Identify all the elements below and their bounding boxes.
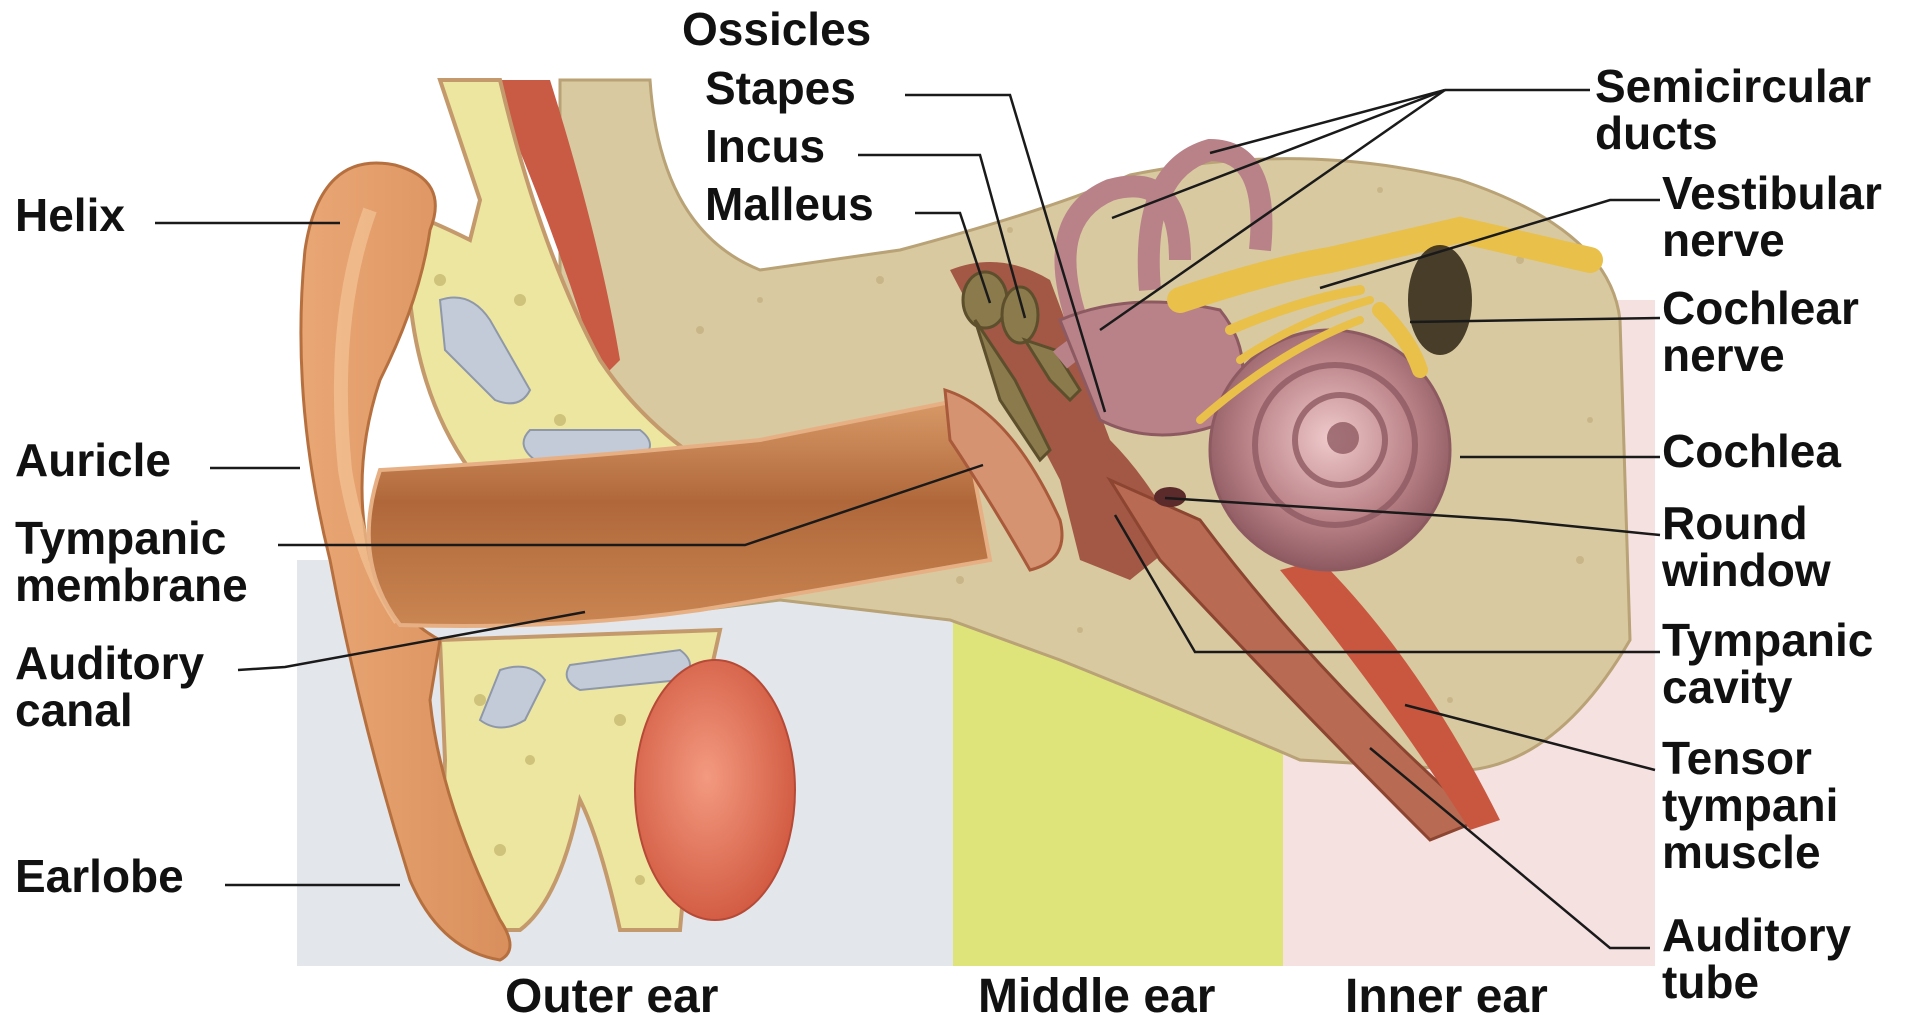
label-helix: Helix (15, 192, 125, 239)
label-tensor-tympani-muscle-line-3: muscle (1662, 829, 1838, 876)
label-tensor-tympani-muscle-line-2: tympani (1662, 782, 1838, 829)
label-auditory-tube: Auditory tube (1662, 912, 1851, 1006)
label-cochlea: Cochlea (1662, 428, 1841, 475)
label-tympanic-cavity-line-2: cavity (1662, 664, 1873, 711)
label-cochlear-nerve-line-2: nerve (1662, 332, 1859, 379)
label-auditory-canal-line-1: Auditory (15, 640, 204, 687)
label-vestibular-nerve-line-1: Vestibular (1662, 170, 1882, 217)
label-semicircular-ducts-line-1: Semicircular (1595, 63, 1871, 110)
label-ossicles: Ossicles (682, 6, 871, 53)
region-middle-ear: Middle ear (978, 972, 1215, 1022)
label-stapes: Stapes (705, 65, 856, 112)
label-auricle: Auricle (15, 437, 171, 484)
label-auditory-canal-line-2: canal (15, 687, 204, 734)
label-vestibular-nerve: Vestibular nerve (1662, 170, 1882, 264)
label-malleus: Malleus (705, 181, 874, 228)
label-earlobe: Earlobe (15, 853, 184, 900)
label-auditory-tube-line-2: tube (1662, 959, 1851, 1006)
label-vestibular-nerve-line-2: nerve (1662, 217, 1882, 264)
label-auditory-canal: Auditory canal (15, 640, 204, 734)
region-outer-ear: Outer ear (505, 972, 718, 1022)
parotid-gland (635, 660, 795, 920)
label-round-window-line-2: window (1662, 547, 1831, 594)
leader-semicircular-2 (1210, 90, 1445, 153)
label-tympanic-cavity-line-1: Tympanic (1662, 617, 1873, 664)
label-cochlear-nerve-line-1: Cochlear (1662, 285, 1859, 332)
label-tympanic-membrane-line-1: Tympanic (15, 515, 248, 562)
label-auditory-tube-line-1: Auditory (1662, 912, 1851, 959)
internal-acoustic-meatus (1408, 245, 1472, 355)
region-inner-ear: Inner ear (1345, 972, 1548, 1022)
label-tympanic-membrane-line-2: membrane (15, 562, 248, 609)
label-tympanic-membrane: Tympanic membrane (15, 515, 248, 609)
label-round-window: Round window (1662, 500, 1831, 594)
label-round-window-line-1: Round (1662, 500, 1831, 547)
label-incus: Incus (705, 123, 825, 170)
label-tensor-tympani-muscle: Tensor tympani muscle (1662, 735, 1838, 876)
label-semicircular-ducts: Semicircular ducts (1595, 63, 1871, 157)
label-tensor-tympani-muscle-line-1: Tensor (1662, 735, 1838, 782)
round-window (1154, 487, 1186, 507)
label-cochlear-nerve: Cochlear nerve (1662, 285, 1859, 379)
label-semicircular-ducts-line-2: ducts (1595, 110, 1871, 157)
label-tympanic-cavity: Tympanic cavity (1662, 617, 1873, 711)
